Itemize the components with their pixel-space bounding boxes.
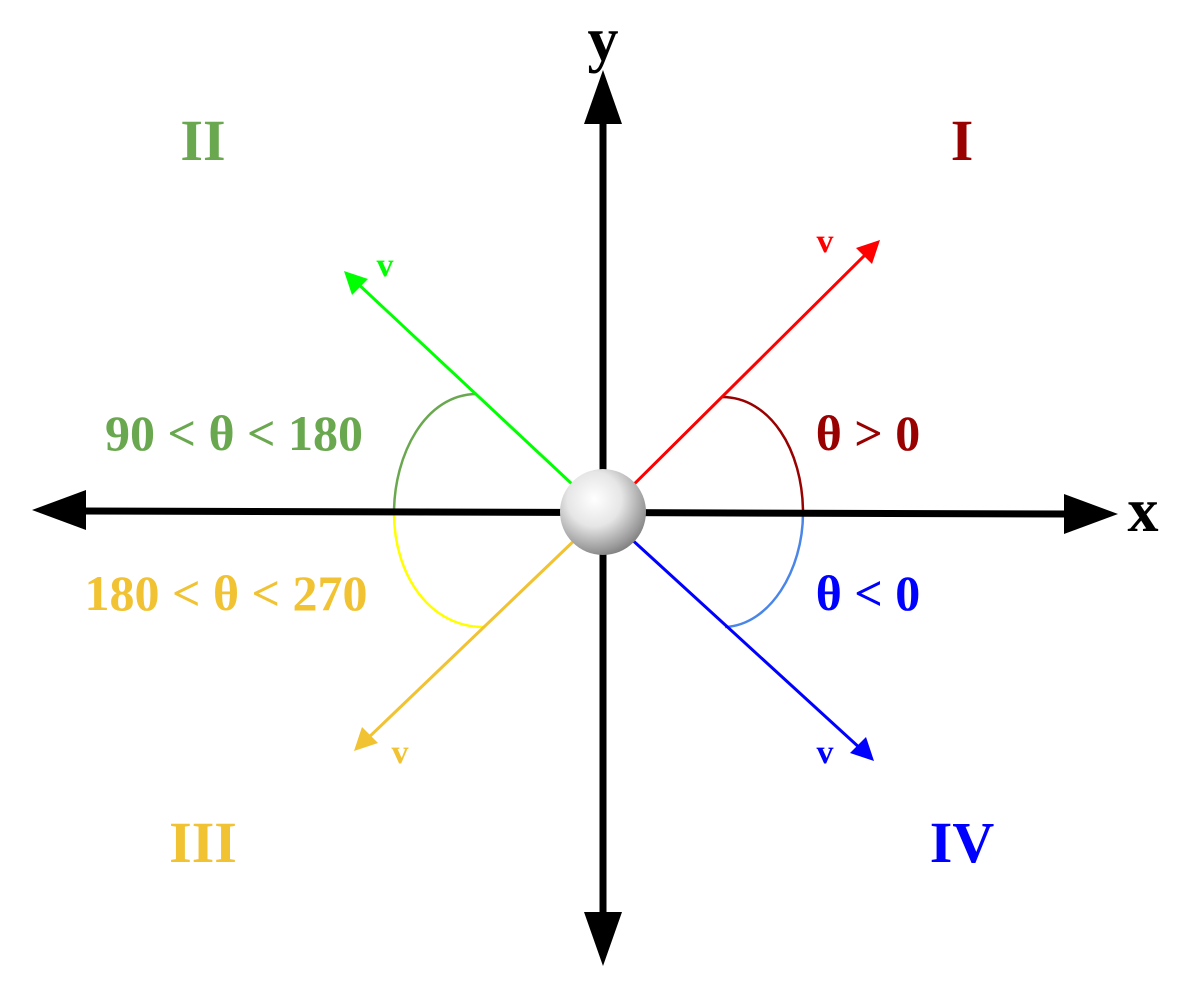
angle-arc-q1 [721,395,805,514]
condition-label-q2: 90 < θ < 180 [105,405,363,461]
vector-green-arrowhead [344,271,368,295]
condition-label-q4: θ < 0 [816,565,921,621]
condition-label-q3: 180 < θ < 270 [84,565,367,621]
quadrant-label-ii: II [180,108,225,173]
vector-red-line [603,250,870,515]
angle-arc-q4 [724,512,805,629]
x-axis-label: x [1128,477,1159,545]
vector-red-arrowhead [856,240,880,264]
y-axis-arrowhead-bottom [584,912,622,966]
quadrant-label-iii: III [169,810,237,875]
vector-yellow-arrowhead [354,727,378,751]
vector-blue-line [603,513,864,752]
vector-blue-arrowhead [850,737,874,761]
quadrant-label-i: I [951,108,974,173]
vector-label-yellow: v [392,734,409,771]
vector-yellow-line [364,511,605,742]
vector-green-line [354,280,605,515]
quadrant-label-iv: IV [930,810,995,875]
condition-label-q1: θ > 0 [816,405,921,461]
angle-arc-q3 [392,512,486,629]
y-axis-label: y [588,6,619,74]
vector-label-red: v [817,223,834,260]
angle-arc-q2 [392,392,478,514]
vector-label-green: v [377,247,394,284]
x-axis-arrowhead-right [1064,494,1118,534]
x-axis-arrowhead-left [32,490,86,530]
y-axis-arrowhead-top [584,70,622,124]
vector-label-blue: v [817,734,834,771]
origin-ball [560,469,646,555]
